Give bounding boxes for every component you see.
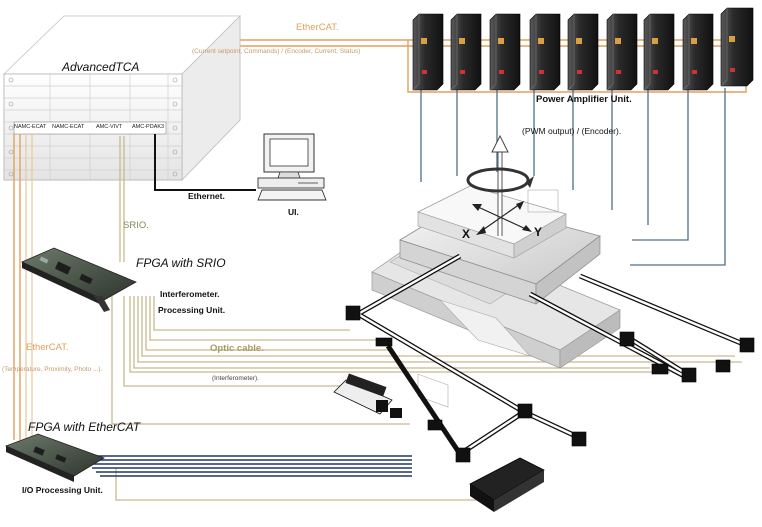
ethernet-label: Ethernet. [188, 191, 225, 201]
ui-label: UI. [288, 207, 299, 217]
io-unit-label: I/O Processing Unit. [22, 485, 103, 495]
io-bus-lines [80, 455, 412, 477]
advancedtca-label: AdvancedTCA [62, 60, 140, 74]
ethercat-io-lines-light [25, 134, 33, 440]
sensors-label: (Temperature, Proximity, Photo ...). [2, 366, 103, 373]
fpga-ethercat-label: FPGA with EtherCAT [28, 420, 141, 434]
slot-label-2: NAMC-ECAT [52, 124, 85, 130]
srio-label: SRIO. [123, 220, 149, 231]
optic-cable-label: Optic cable. [210, 343, 264, 354]
axis-x-label: X [462, 227, 471, 241]
ethercat-io-lines [13, 134, 21, 440]
power-amplifier-units [412, 7, 754, 91]
fpga-ethercat-board [4, 433, 105, 482]
slot-label-3: AMC-VIVT [96, 124, 123, 130]
laser-head [333, 373, 402, 418]
fpga-srio-board [21, 247, 137, 312]
motion-stage [371, 134, 621, 408]
encoder-bar [469, 457, 545, 512]
ethercat-left-label: EtherCAT. [26, 342, 69, 353]
fpga-srio-label: FPGA with SRIO [136, 256, 226, 270]
slot-label-4: AMC-PDAK3 [132, 124, 165, 130]
interferometer-unit-label-1: Interferometer. [160, 289, 220, 299]
slot-label-1: NAMC-ECAT [14, 124, 47, 130]
power-amplifier-label: Power Amplifier Unit. [536, 94, 632, 105]
axis-y-label: Y [534, 225, 543, 239]
ethercat-top-label: EtherCAT. [296, 22, 339, 33]
ui-computer [257, 133, 327, 201]
pwm-encoder-lines [420, 88, 726, 266]
pwm-encoder-label: (PWM output) / (Encoder). [522, 126, 622, 136]
interferometer-label: (Interferometer). [212, 375, 259, 382]
advancedtca-rack [3, 15, 241, 181]
interferometer-unit-label-2: Processing Unit. [158, 305, 226, 315]
ethernet-cable [154, 134, 256, 191]
optic-heads [345, 305, 755, 463]
command-status-label: (Current setpoint, Commands) / (Encoder,… [192, 48, 361, 55]
